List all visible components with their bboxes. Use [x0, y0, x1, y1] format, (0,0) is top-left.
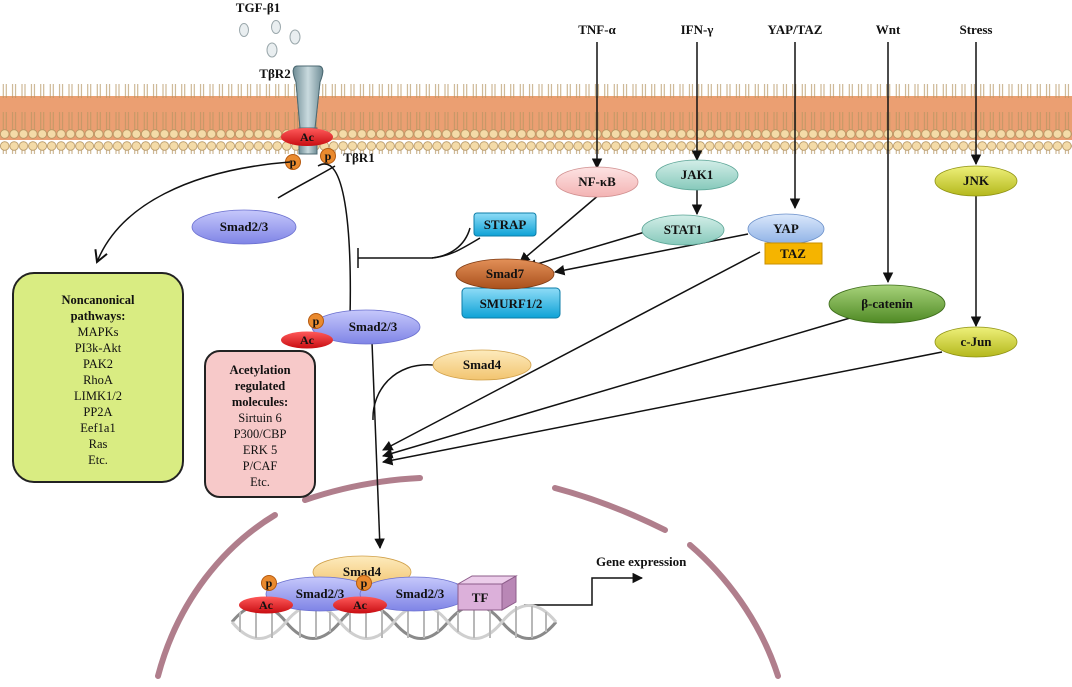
label-tbr1: TβR1: [343, 150, 374, 165]
cell-membrane: [0, 84, 1072, 154]
noncanonical-pathways-box: Noncanonical pathways: MAPKs PI3k-Akt PA…: [12, 272, 184, 483]
noncanonical-item: RhoA: [83, 373, 113, 387]
label-receptor-ac: Ac: [300, 130, 315, 144]
acetylation-header: Acetylation regulated molecules:: [229, 363, 291, 409]
jak1-node: JAK1: [655, 159, 739, 191]
bcatenin-node: β-catenin: [828, 284, 946, 324]
smad7-node: Smad7: [455, 258, 555, 290]
noncanonical-item: PP2A: [83, 405, 113, 419]
svg-text:β-catenin: β-catenin: [861, 296, 913, 311]
label-stress: Stress: [960, 22, 993, 37]
receptor-phospho-right: p: [320, 148, 336, 164]
dna-helix: [230, 604, 558, 640]
noncanonical-header: Noncanonical pathways:: [61, 293, 135, 323]
jnk-node: JNK: [934, 165, 1018, 197]
svg-text:TF: TF: [472, 590, 489, 605]
svg-text:p: p: [266, 576, 273, 590]
noncanonical-item: PI3k-Akt: [74, 341, 122, 355]
acetylation-item: Etc.: [250, 475, 270, 489]
stat1-node: STAT1: [641, 214, 725, 246]
label-wnt: Wnt: [876, 22, 901, 37]
label-tnfa: TNF-α: [578, 22, 616, 37]
noncanonical-item: MAPKs: [77, 325, 119, 339]
noncanonical-item: Eef1a1: [80, 421, 116, 435]
acetylation-item: P/CAF: [242, 459, 278, 473]
pathway-arrows: [94, 42, 982, 606]
nuclear-ac-left: Ac: [239, 596, 293, 614]
svg-text:Ac: Ac: [353, 598, 368, 612]
receptor-acetyl-group: Ac: [281, 128, 333, 146]
svg-text:YAP: YAP: [773, 221, 799, 236]
svg-text:Ac: Ac: [259, 598, 274, 612]
noncanonical-item: PAK2: [82, 357, 114, 371]
svg-text:Smad4: Smad4: [463, 357, 502, 372]
label-gene-expression: Gene expression: [596, 554, 687, 569]
svg-text:SMURF1/2: SMURF1/2: [480, 296, 543, 311]
svg-text:p: p: [325, 149, 332, 163]
acetylation-item: ERK 5: [242, 443, 278, 457]
noncanonical-item: LIMK1/2: [74, 389, 122, 403]
svg-text:NF-κB: NF-κB: [578, 174, 616, 189]
taz-node: TAZ: [764, 242, 823, 265]
nuclear-ac-right: Ac: [333, 596, 387, 614]
nuclear-p-right: p: [356, 575, 372, 591]
svg-text:JNK: JNK: [963, 173, 990, 188]
noncanonical-item: Ras: [88, 437, 108, 451]
label-yaptaz: YAP/TAZ: [768, 22, 823, 37]
svg-text:Smad7: Smad7: [486, 266, 525, 281]
label-tbr2: TβR2: [259, 66, 290, 81]
smad4-node: Smad4: [432, 349, 532, 381]
svg-text:TAZ: TAZ: [780, 246, 806, 261]
svg-text:Smad2/3: Smad2/3: [220, 219, 269, 234]
svg-text:Smad2/3: Smad2/3: [349, 319, 398, 334]
svg-text:p: p: [361, 576, 368, 590]
svg-text:STAT1: STAT1: [664, 222, 703, 237]
smad23-free: Smad2/3: [191, 209, 297, 245]
svg-text:Ac: Ac: [300, 333, 315, 347]
svg-text:JAK1: JAK1: [681, 167, 714, 182]
label-ifng: IFN-γ: [681, 22, 714, 37]
nuclear-tf: TF: [456, 575, 518, 611]
svg-text:STRAP: STRAP: [484, 217, 527, 232]
noncanonical-item: Etc.: [88, 453, 108, 467]
nuclear-smad23-right: Smad2/3: [359, 576, 469, 612]
acetylation-item: P300/CBP: [233, 427, 287, 441]
label-tgfb1: TGF-β1: [236, 0, 280, 15]
nfkb-node: NF-κB: [555, 166, 639, 198]
acetylation-item: Sirtuin 6: [238, 411, 282, 425]
svg-text:Smad4: Smad4: [343, 564, 382, 579]
svg-text:p: p: [290, 155, 297, 169]
smad23-acetyl-phospho: Smad2/3 Ac p: [281, 309, 421, 349]
svg-text:c-Jun: c-Jun: [960, 334, 992, 349]
tgf-beta1-ligand: [239, 20, 301, 58]
acetylation-molecules-box: Acetylation regulated molecules: Sirtuin…: [204, 350, 316, 498]
strap-node: STRAP: [473, 212, 537, 237]
nuclear-envelope: [155, 475, 781, 679]
smurf-node: SMURF1/2: [461, 287, 561, 319]
cjun-node: c-Jun: [934, 326, 1018, 358]
yap-node: YAP: [747, 213, 825, 245]
svg-text:Smad2/3: Smad2/3: [396, 586, 445, 601]
svg-text:p: p: [313, 314, 320, 328]
nuclear-p-left: p: [261, 575, 277, 591]
svg-text:Smad2/3: Smad2/3: [296, 586, 345, 601]
